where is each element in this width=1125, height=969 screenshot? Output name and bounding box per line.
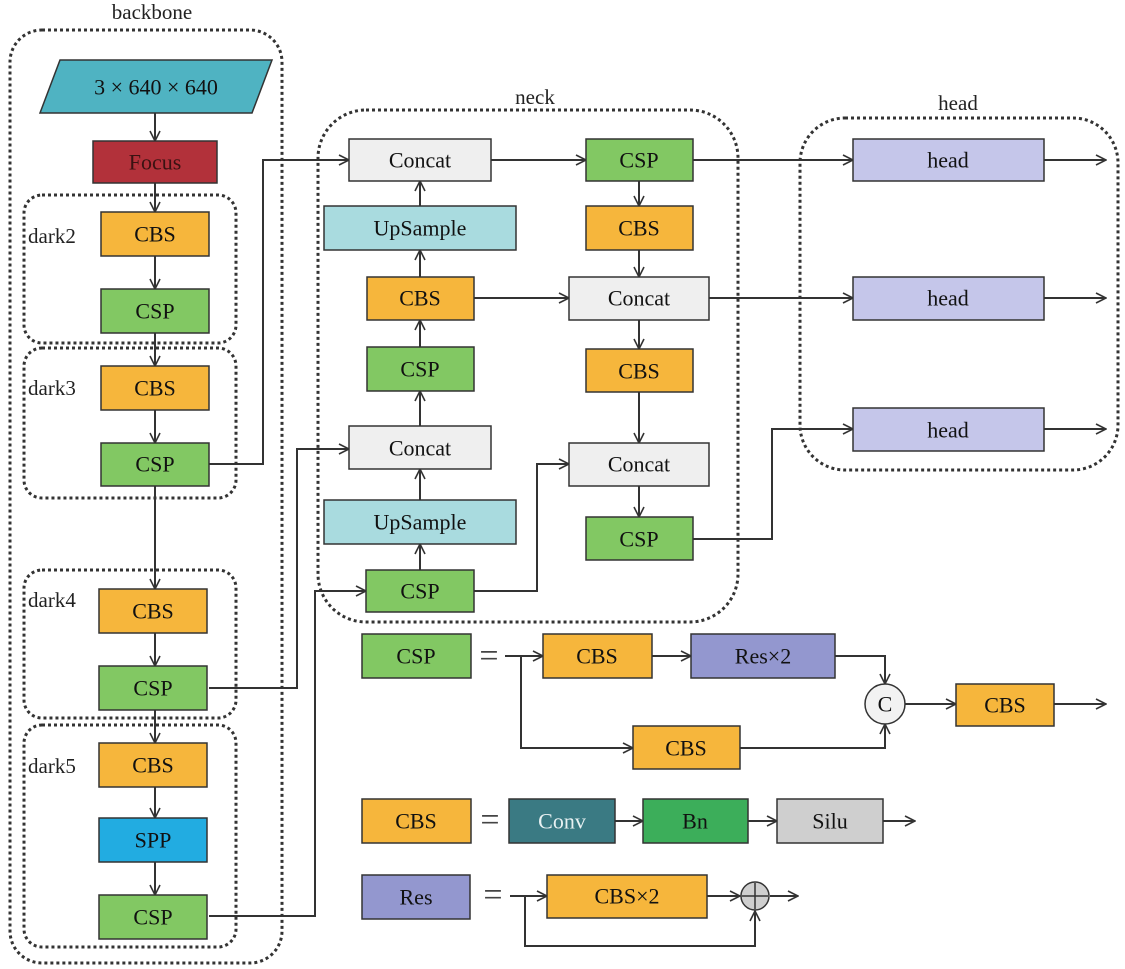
neck-cbs-right-2-text: CBS <box>618 359 660 384</box>
dark4-frame <box>22 568 238 720</box>
head-text-3: head <box>927 418 969 443</box>
legend-concat-circle <box>864 683 906 725</box>
legend-csp-name-block <box>361 633 472 679</box>
legend-cbs-equals: = <box>480 802 499 839</box>
dark5-csp-text: CSP <box>133 905 172 930</box>
dark2-cbs-block <box>100 211 210 257</box>
input-text: 3 × 640 × 640 <box>94 75 218 100</box>
neck-concat-right-2-block <box>568 442 710 487</box>
dark4-label: dark4 <box>28 588 76 612</box>
legend-csp-out-text: CBS <box>984 693 1026 718</box>
neck-cbs-mid-text: CBS <box>399 286 441 311</box>
dark5-spp-text: SPP <box>135 828 172 853</box>
legend-csp-cbs2-block <box>632 725 741 770</box>
legend-silu-text: Silu <box>812 809 847 834</box>
neck-concat-right-1-block <box>568 276 710 321</box>
neck-cbs-right-1-text: CBS <box>618 216 660 241</box>
legend-res-cbs-block <box>546 874 708 919</box>
legend-csp-res-block <box>690 633 836 679</box>
dark4-cbs-block <box>98 588 208 634</box>
dark3-label: dark3 <box>28 376 76 400</box>
head-block-2 <box>852 276 1045 321</box>
neck-concat-top-block <box>348 138 492 182</box>
legend-bn-text: Bn <box>682 809 708 834</box>
dark5-label: dark5 <box>28 754 76 778</box>
dark4-cbs-text: CBS <box>132 599 174 624</box>
legend-csp-name-text: CSP <box>396 644 435 669</box>
neck-csp-mid-block <box>366 346 475 392</box>
dark3-frame <box>22 346 238 500</box>
head-label: head <box>938 91 978 115</box>
head-text-1: head <box>927 148 969 173</box>
legend-csp-out-block <box>955 683 1055 727</box>
neck-concat-right-1-text: Concat <box>608 286 670 311</box>
neck-csp-mid-text: CSP <box>400 357 439 382</box>
dark3-csp-block <box>100 442 210 487</box>
backbone-frame <box>8 28 284 965</box>
legend-res-cbs-text: CBS×2 <box>595 884 660 909</box>
legend-csp-res-text: Res×2 <box>735 644 791 669</box>
dark2-csp-text: CSP <box>135 299 174 324</box>
neck-frame <box>316 108 740 624</box>
neck-cbs-mid-block <box>366 276 475 321</box>
dark2-cbs-text: CBS <box>134 222 176 247</box>
neck-upsample-low-block <box>323 499 517 545</box>
head-text-2: head <box>927 286 969 311</box>
neck-csp-top-right-block <box>585 138 694 182</box>
dark2-csp-block <box>100 288 210 334</box>
legend-conv-text: Conv <box>538 809 586 834</box>
neck-cbs-right-1-block <box>585 205 694 251</box>
legend-cbs-name-text: CBS <box>395 809 437 834</box>
legend-conv-block <box>508 798 616 844</box>
dark5-frame <box>22 723 238 949</box>
legend-csp-cbs2-text: CBS <box>665 736 707 761</box>
neck-label: neck <box>515 85 555 109</box>
legend-concat-text: C <box>878 692 893 717</box>
focus-block <box>92 140 218 184</box>
neck-concat-low-block <box>348 425 492 470</box>
legend-csp-equals: = <box>479 638 498 675</box>
focus-text: Focus <box>129 150 182 175</box>
neck-upsample-low-text: UpSample <box>374 510 467 535</box>
neck-csp-right-bottom-text: CSP <box>619 527 658 552</box>
legend-res-name-block <box>361 874 471 920</box>
dark2-frame <box>22 193 238 345</box>
neck-csp-right-bottom-block <box>585 516 694 561</box>
neck-csp-top-right-text: CSP <box>619 148 658 173</box>
head-block-1 <box>852 138 1045 182</box>
neck-upsample-top-text: UpSample <box>374 216 467 241</box>
dark4-csp-block <box>98 665 208 711</box>
dark4-csp-text: CSP <box>133 676 172 701</box>
dark3-cbs-text: CBS <box>134 376 176 401</box>
dark5-cbs-block <box>98 742 208 788</box>
dark3-cbs-block <box>100 365 210 411</box>
dark5-csp-block <box>98 894 208 940</box>
dark5-cbs-text: CBS <box>132 753 174 778</box>
head-frame <box>798 116 1120 472</box>
neck-csp-bottom-text: CSP <box>400 579 439 604</box>
legend-bn-block <box>642 798 749 844</box>
dark2-label: dark2 <box>28 224 76 248</box>
legend-res-name-text: Res <box>400 885 433 910</box>
legend-csp-cbs1-text: CBS <box>576 644 618 669</box>
legend-res-equals: = <box>483 877 502 914</box>
neck-concat-low-text: Concat <box>389 436 451 461</box>
neck-csp-bottom-block <box>365 569 475 613</box>
dark3-csp-text: CSP <box>135 452 174 477</box>
neck-upsample-top-block <box>323 205 517 251</box>
legend-cbs-name-block <box>361 798 472 844</box>
head-block-3 <box>852 407 1045 452</box>
input-block <box>38 59 274 114</box>
neck-concat-right-2-text: Concat <box>608 452 670 477</box>
legend-silu-block <box>776 798 884 844</box>
backbone-label: backbone <box>112 0 192 24</box>
neck-concat-top-text: Concat <box>389 148 451 173</box>
legend-csp-cbs1-block <box>542 633 653 679</box>
neck-cbs-right-2-block <box>585 348 694 393</box>
dark5-spp-block <box>98 817 208 863</box>
